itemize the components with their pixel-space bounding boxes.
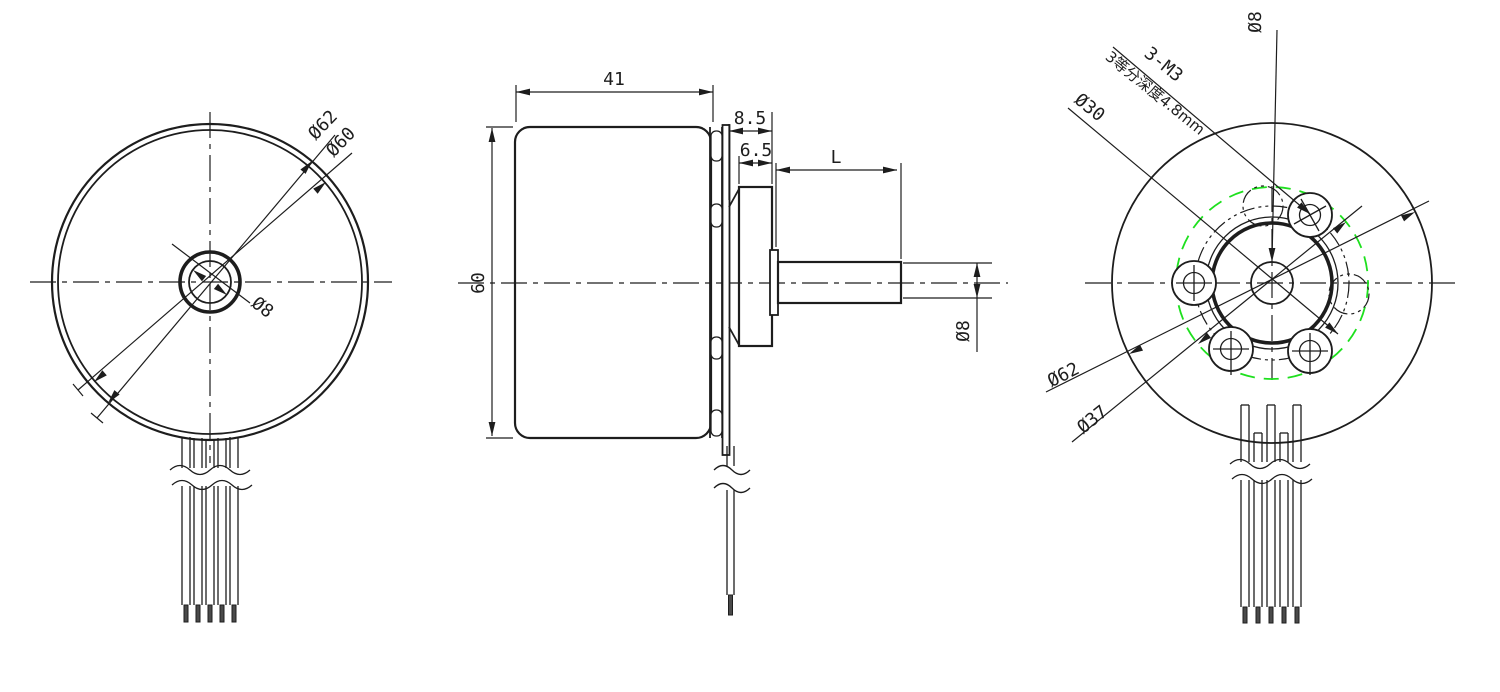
dim-41: 41: [515, 69, 714, 122]
dim-60: 60: [468, 126, 513, 439]
wire-break-wave: [1231, 473, 1313, 485]
side-view: 41 8.5 6.5 L: [458, 69, 1008, 616]
front-leader-dia60: [77, 152, 353, 391]
dim-shaft-dia-label: Ø8: [953, 320, 974, 342]
front-leader-dia62: [96, 134, 336, 419]
wire-break-wave: [171, 479, 253, 491]
flange-plate: [721, 124, 731, 456]
housing-chamfer: [728, 326, 740, 346]
rear-wire-bundle: [1229, 404, 1313, 624]
front-leader-dia8: [171, 243, 251, 304]
front-shaft-hole-circle: [188, 260, 232, 304]
shaft-boss: [769, 249, 779, 316]
dim-60-label: 60: [468, 272, 489, 294]
rear-label-dia37: Ø37: [1073, 401, 1111, 438]
mounting-lobes: [1171, 192, 1333, 375]
front-label-dia8: Ø8: [247, 293, 277, 323]
wire-tips: [1242, 606, 1300, 624]
dim-41-label: 41: [603, 69, 625, 90]
shaft: [776, 260, 903, 305]
front-view: Ø62 Ø60 Ø8: [30, 106, 392, 623]
motor-body: [513, 125, 713, 440]
wire-break-wave: [1229, 458, 1311, 470]
housing-chamfer: [728, 188, 740, 208]
dim-L: L: [775, 147, 902, 259]
rear-leader-dia62: [1045, 200, 1430, 393]
phantom-lobe: [1242, 185, 1284, 227]
front-hub-circle: [178, 250, 242, 314]
rear-shaft-hole: [1250, 261, 1294, 305]
side-wire: [713, 446, 751, 616]
front-outer-circle: [50, 122, 370, 442]
rear-label-dia62: Ø62: [1044, 358, 1083, 391]
mount-lobe: [1208, 326, 1254, 375]
mount-lobe: [1171, 260, 1217, 306]
dim-6-5-label: 6.5: [740, 140, 773, 161]
rear-leader-3m3: [1112, 46, 1311, 215]
front-inner-circle: [57, 129, 363, 435]
wire-break-wave: [169, 464, 251, 476]
mount-lobe: [1287, 192, 1333, 238]
front-leader-tick: [90, 412, 104, 424]
rear-view: Ø8 3-M3 3等分深度4.8mm Ø30 Ø62 Ø37: [1044, 11, 1460, 624]
rear-leader-dia8: [1271, 29, 1278, 262]
mount-lobe: [1287, 328, 1333, 375]
dim-shaft-dia: Ø8: [903, 262, 992, 352]
rear-label-dia8: Ø8: [1245, 11, 1266, 33]
rear-outer-circle: [1111, 122, 1433, 444]
rear-housing: [737, 185, 774, 348]
rear-leader-dia37: [1071, 205, 1363, 443]
dim-L-label: L: [831, 147, 842, 168]
wire-tip: [728, 594, 733, 616]
phantom-lobe: [1328, 273, 1370, 315]
rear-leader-dia30: [1067, 107, 1339, 335]
front-leader-tick: [72, 383, 84, 397]
wire-tips: [183, 604, 237, 623]
rear-label-dia30: Ø30: [1070, 89, 1108, 126]
dim-8-5: 8.5: [728, 108, 773, 200]
dim-6-5: 6.5: [738, 140, 773, 184]
dim-8-5-label: 8.5: [734, 108, 767, 129]
front-wire-bundle: [169, 437, 253, 623]
